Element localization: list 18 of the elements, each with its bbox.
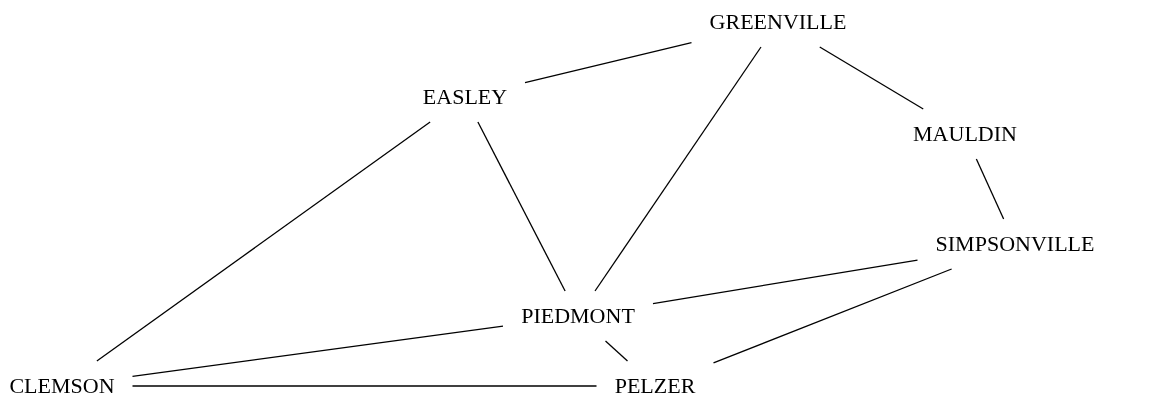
city-label: PIEDMONT <box>521 305 635 327</box>
city-label: MAULDIN <box>913 123 1017 145</box>
city-label: GREENVILLE <box>709 11 847 33</box>
connector-line <box>477 121 566 292</box>
city-label: PELZER <box>614 375 696 397</box>
connector-line <box>131 385 598 387</box>
connector-line <box>975 158 1005 220</box>
city-label: SIMPSONVILLE <box>935 233 1095 255</box>
connector-line <box>819 46 924 110</box>
connector-line <box>96 121 431 362</box>
city-label: CLEMSON <box>9 375 115 397</box>
connector-line <box>604 340 629 362</box>
connector-line <box>712 268 953 364</box>
connector-line <box>131 325 504 378</box>
city-label: EASLEY <box>422 86 508 108</box>
connector-line <box>594 46 762 292</box>
connector-line <box>652 259 919 305</box>
connector-line <box>524 42 693 84</box>
